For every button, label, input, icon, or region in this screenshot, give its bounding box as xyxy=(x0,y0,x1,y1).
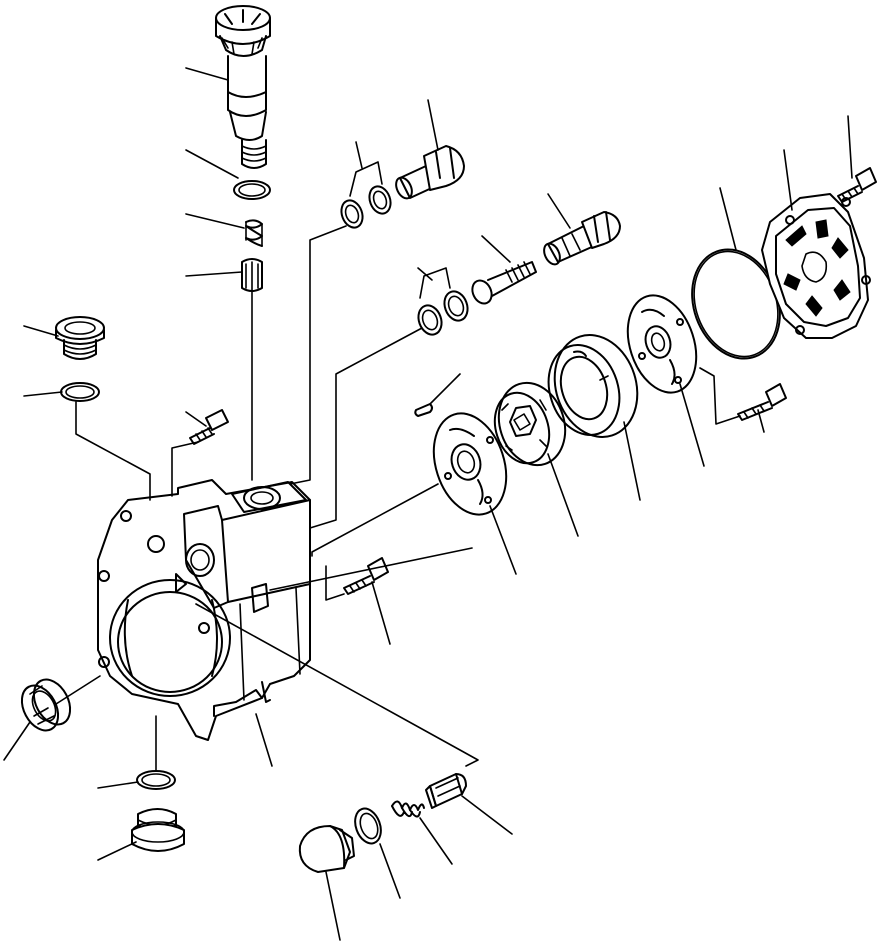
side-plate xyxy=(432,412,508,516)
plug xyxy=(131,808,185,852)
bolt xyxy=(189,409,229,445)
o-ring xyxy=(233,180,271,200)
bolt xyxy=(737,383,787,421)
pin xyxy=(414,403,433,417)
filter-cap xyxy=(215,5,271,169)
oil-seal xyxy=(20,678,72,732)
valve xyxy=(471,261,537,305)
o-ring xyxy=(417,304,443,336)
gear-rotor xyxy=(493,381,567,467)
plug xyxy=(298,825,355,873)
guide-lines xyxy=(55,225,741,771)
plunger xyxy=(241,258,263,292)
o-ring xyxy=(354,807,382,845)
pump-housing xyxy=(97,479,311,741)
spring xyxy=(245,219,263,247)
valve xyxy=(425,773,467,809)
o-ring xyxy=(60,382,100,402)
side-plate xyxy=(626,294,698,394)
spring xyxy=(391,800,425,818)
ring xyxy=(547,334,639,438)
union-bolt xyxy=(395,145,465,200)
leader-lines xyxy=(3,67,853,941)
o-ring xyxy=(136,770,176,790)
plug xyxy=(55,316,105,360)
o-ring xyxy=(368,185,392,215)
relief-valve xyxy=(543,211,621,266)
cover xyxy=(761,193,871,339)
o-ring xyxy=(340,199,364,229)
bolt xyxy=(837,167,877,203)
o-ring xyxy=(443,290,469,322)
bolt xyxy=(343,557,389,595)
